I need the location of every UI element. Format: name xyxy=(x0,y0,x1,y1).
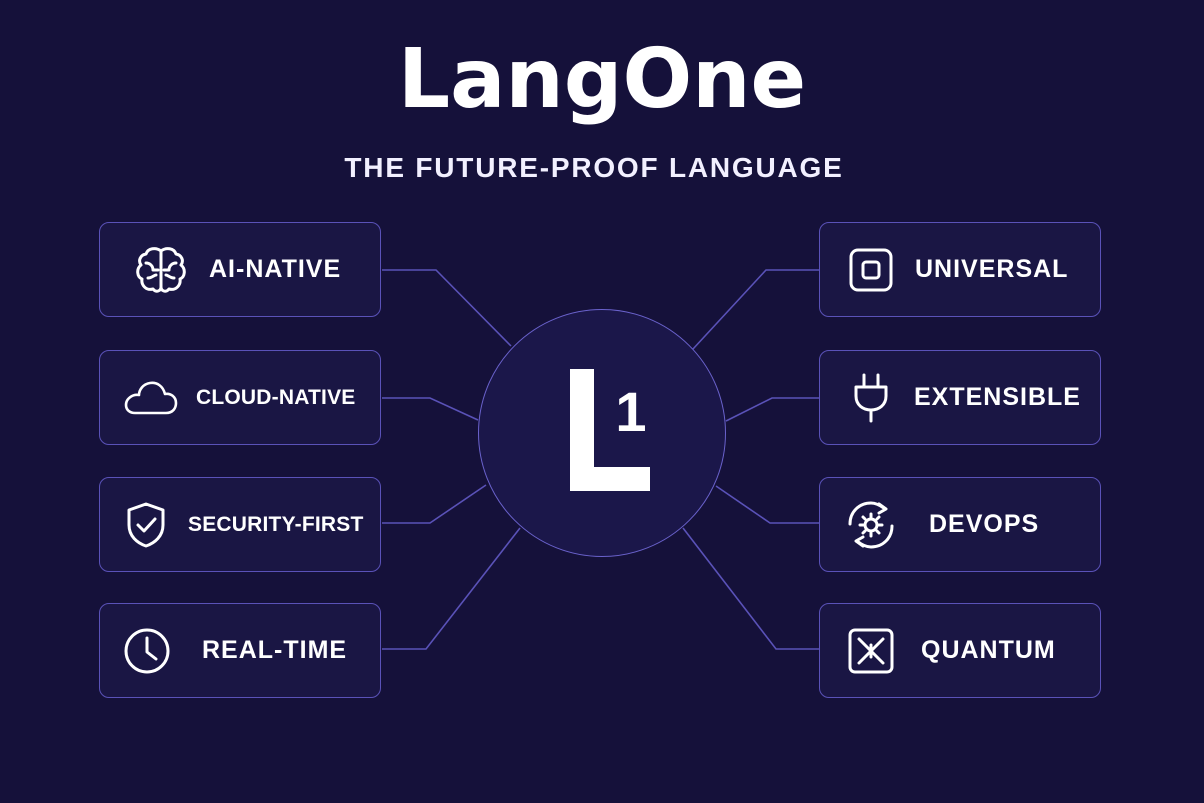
connector-cloud-native xyxy=(382,397,479,421)
feature-label: UNIVERSAL xyxy=(915,255,1069,283)
chip-icon xyxy=(843,242,899,298)
connector-quantum xyxy=(682,527,820,650)
connector-extensible xyxy=(725,397,820,422)
feature-card-security-first[interactable]: SECURITY-FIRST xyxy=(99,477,381,572)
feature-card-quantum[interactable]: QUANTUM xyxy=(819,603,1101,698)
logo-mark-l-foot xyxy=(570,467,650,491)
page-subtitle: THE FUTURE-PROOF LANGUAGE xyxy=(344,152,844,183)
feature-card-real-time[interactable]: REAL-TIME xyxy=(99,603,381,698)
plug-icon xyxy=(843,370,899,426)
gear-cycle-icon xyxy=(843,497,899,553)
feature-card-ai-native[interactable]: AI-NATIVE xyxy=(99,222,381,317)
page-title: LangOne xyxy=(397,32,807,127)
clock-icon xyxy=(119,623,175,679)
feature-label: AI-NATIVE xyxy=(209,255,342,283)
feature-card-extensible[interactable]: EXTENSIBLE xyxy=(819,350,1101,445)
feature-label: REAL-TIME xyxy=(202,636,348,664)
connector-security-first xyxy=(382,484,487,524)
feature-card-devops[interactable]: DEVOPS xyxy=(819,477,1101,572)
connector-devops xyxy=(715,485,820,524)
logo-mark-digit: 1 xyxy=(615,380,647,443)
quantum-icon xyxy=(843,623,899,679)
center-logo-hub: 1 xyxy=(478,309,726,557)
feature-card-universal[interactable]: UNIVERSAL xyxy=(819,222,1101,317)
feature-label: QUANTUM xyxy=(921,636,1056,664)
connector-universal xyxy=(692,269,820,350)
feature-card-cloud-native[interactable]: CLOUD-NATIVE xyxy=(99,350,381,445)
connector-ai-native xyxy=(382,269,512,347)
cloud-icon xyxy=(122,370,178,426)
feature-label: SECURITY-FIRST xyxy=(188,512,364,536)
feature-label: EXTENSIBLE xyxy=(914,383,1081,411)
connector-real-time xyxy=(382,527,521,650)
feature-label: DEVOPS xyxy=(929,510,1040,538)
brain-icon xyxy=(133,242,189,298)
shield-check-icon xyxy=(118,497,174,553)
feature-label: CLOUD-NATIVE xyxy=(196,385,356,409)
